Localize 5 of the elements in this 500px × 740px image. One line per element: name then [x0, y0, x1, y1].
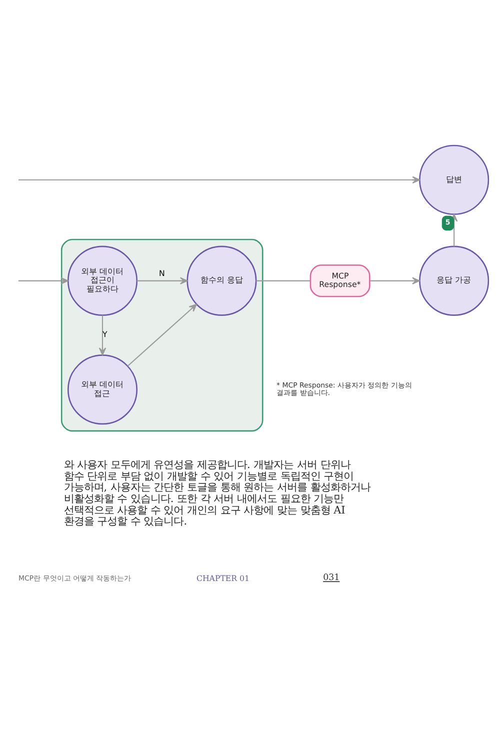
edge-label: N [159, 268, 165, 278]
label: 031 [323, 573, 340, 584]
label: 와 사용자 모두에게 유연성을 제공합니다. 개발자는 서버 단위나 함수 단위로 부담 없이 개발할 수 있어 기능별로 독립적인 구현이 가능하며, 사용자는 간단한 토글을 통해 원하는 서버를 활성화하거나 비활성화할 수 있습니다. 또한 각 서버 내에서도 필요한 기능만 선택적으로 사용할 수 있어 개인의 요구 사항에 맞는 맞춤형 AI 환경을 구성할 수 있습니다. [64, 458, 370, 528]
label: CHAPTER 01 [196, 574, 250, 583]
edge-label: Y [102, 330, 108, 340]
